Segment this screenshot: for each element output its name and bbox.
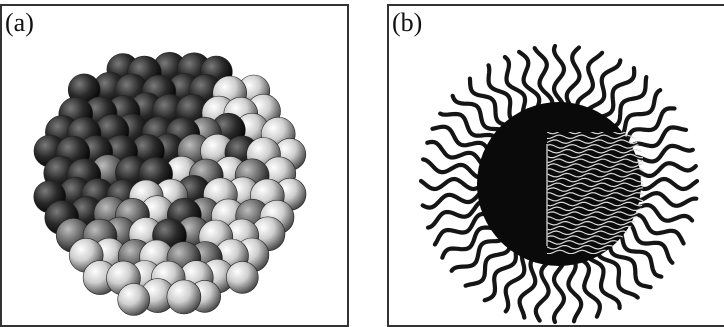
sphere bbox=[118, 284, 150, 316]
panel-b: (b) bbox=[387, 4, 724, 327]
ligand-chain bbox=[421, 179, 483, 189]
ligand-chain bbox=[423, 191, 484, 208]
ligand-chain bbox=[631, 205, 693, 221]
sphere bbox=[167, 280, 201, 314]
ligand-capped-particle-illustration bbox=[389, 6, 724, 325]
ligand-chain bbox=[536, 260, 551, 321]
nanoparticle-cluster-illustration bbox=[2, 6, 347, 325]
ligand-chain bbox=[568, 259, 581, 322]
panel-a: (a) bbox=[0, 4, 349, 327]
ligand-chain bbox=[427, 142, 485, 167]
ligand-chain bbox=[554, 46, 564, 108]
ligand-chain bbox=[635, 179, 697, 189]
ligand-chain bbox=[554, 260, 564, 322]
ligand-chain bbox=[631, 146, 693, 162]
sphere bbox=[226, 261, 258, 293]
ligand-chain bbox=[620, 230, 662, 277]
ligand-chain bbox=[423, 159, 483, 177]
ligand-chain bbox=[519, 52, 539, 112]
ligand-chain bbox=[489, 65, 516, 122]
